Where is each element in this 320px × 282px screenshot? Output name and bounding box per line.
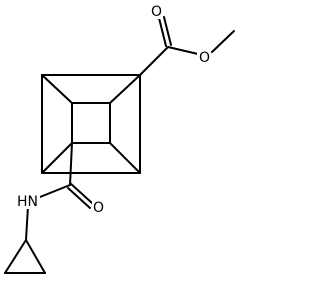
atom-o-ester: O (199, 50, 210, 66)
bond-n-to-cyclopropyl (25, 205, 29, 241)
structure-diagram: O O HN O (4, 3, 235, 274)
bond-amide-carbonyl-b (67, 187, 91, 209)
label-background (16, 193, 40, 209)
label-background (150, 3, 163, 19)
bond-cube-diag-tl (41, 74, 73, 104)
bond-cube-diag-br (109, 142, 141, 174)
bond-cyclopropyl-right (25, 239, 46, 274)
bond-amide-carbon-to-n (39, 184, 71, 198)
bond-cube-diag-bl (41, 142, 73, 174)
bond-cube-to-amide-carbon (69, 142, 73, 186)
atom-o-carbonyl-amide: O (93, 200, 104, 216)
bond-cube-to-ester-carbon (139, 46, 169, 76)
bond-ester-carbon-to-o (167, 46, 199, 55)
bond-ester-o-to-methyl (211, 30, 235, 53)
atom-o-carbonyl-ester: O (151, 4, 162, 20)
label-background (92, 198, 106, 215)
bond-cube-diag-tr (109, 74, 141, 104)
label-background (197, 48, 211, 65)
bond-amide-carbonyl-a (69, 182, 93, 204)
bond-ester-carbonyl-a (158, 17, 167, 47)
atom-n-amide: HN (17, 194, 38, 210)
bond-cyclopropyl-left (4, 239, 27, 274)
bond-ester-carbonyl-b (163, 16, 172, 46)
molecule-canvas: O O HN O (4, 3, 235, 274)
